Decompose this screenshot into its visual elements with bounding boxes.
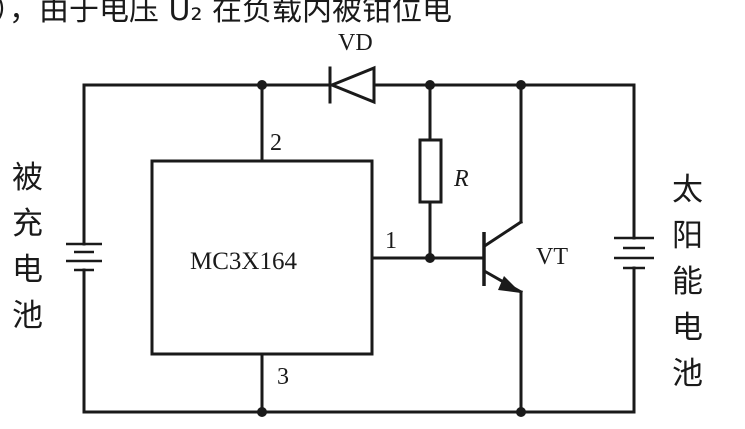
right-caption-char: 电 bbox=[672, 310, 703, 346]
transistor-vt bbox=[482, 83, 524, 414]
diode-vd bbox=[328, 65, 376, 105]
right-caption-char: 太 bbox=[672, 172, 703, 208]
resistor-r bbox=[418, 83, 443, 260]
ic-label: MC3X164 bbox=[190, 248, 297, 275]
right-caption-char: 能 bbox=[672, 264, 703, 300]
right-battery-caption: 太 阳 能 电 池 bbox=[672, 172, 703, 392]
transistor-label: VT bbox=[536, 244, 568, 270]
left-caption-char: 池 bbox=[12, 298, 43, 334]
left-battery-symbol bbox=[66, 242, 102, 272]
left-caption-char: 充 bbox=[12, 206, 43, 242]
right-battery-symbol bbox=[614, 236, 654, 270]
right-caption-char: 阳 bbox=[672, 218, 703, 254]
resistor-label: R bbox=[453, 166, 469, 192]
right-caption-char: 池 bbox=[672, 356, 703, 392]
left-caption-char: 电 bbox=[12, 252, 43, 288]
diode-label: VD bbox=[338, 30, 373, 56]
header-fragment: ），由于电压 U₂ 在负载内被钳位电 bbox=[0, 0, 452, 28]
left-battery-caption: 被 充 电 池 bbox=[12, 160, 43, 334]
pin-1-label: 1 bbox=[385, 228, 397, 254]
pin-3-label: 3 bbox=[277, 364, 289, 390]
pin-2-label: 2 bbox=[270, 130, 282, 156]
junctions bbox=[257, 80, 526, 417]
left-caption-char: 被 bbox=[12, 160, 43, 196]
